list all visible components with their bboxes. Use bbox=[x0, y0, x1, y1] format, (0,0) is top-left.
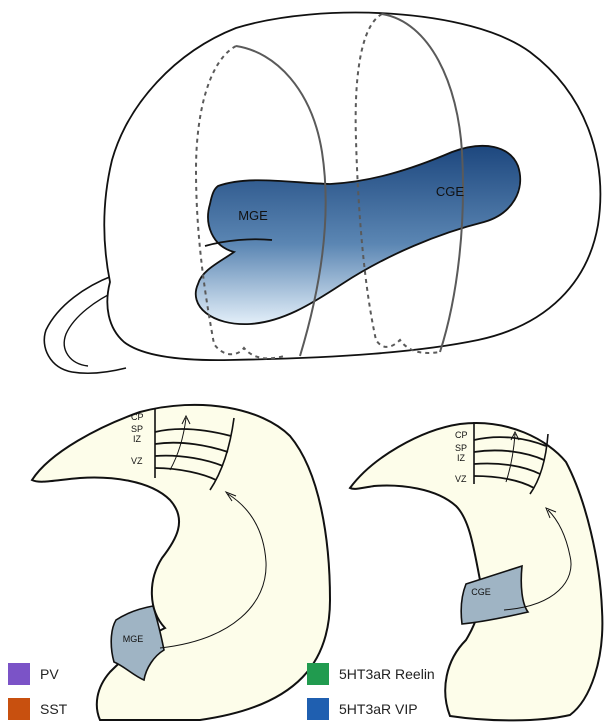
legend-label-5ht3ar-vip: 5HT3aR VIP bbox=[339, 701, 418, 717]
mge-section-outline bbox=[32, 405, 330, 720]
legend-label-5ht3ar-reelin: 5HT3aR Reelin bbox=[339, 666, 435, 682]
cge-region-label: CGE bbox=[471, 587, 491, 597]
mge-coronal-section: CP SP IZ VZ MGE bbox=[32, 405, 330, 720]
legend-item-pv: PV bbox=[8, 663, 59, 685]
cge-layer-label-sp: SP bbox=[455, 443, 467, 453]
brain-illustration: MGE CGE bbox=[44, 13, 600, 374]
cge-layer-label-cp: CP bbox=[455, 430, 468, 440]
legend-swatch-5ht3ar-vip bbox=[307, 698, 329, 720]
cge-layer-label-iz: IZ bbox=[457, 453, 466, 463]
mge-layer-label-cp: CP bbox=[131, 412, 144, 422]
mge-layer-label-vz: VZ bbox=[131, 456, 143, 466]
mge-region-label: MGE bbox=[123, 634, 144, 644]
brain-mge-label: MGE bbox=[238, 208, 268, 223]
legend-swatch-pv bbox=[8, 663, 30, 685]
legend-swatch-sst bbox=[8, 698, 30, 720]
legend-swatch-5ht3ar-reelin bbox=[307, 663, 329, 685]
mge-layer-label-sp: SP bbox=[131, 424, 143, 434]
legend-label-pv: PV bbox=[40, 666, 59, 682]
legend-item-5ht3ar-vip: 5HT3aR VIP bbox=[307, 698, 418, 720]
legend-label-sst: SST bbox=[40, 701, 67, 717]
cge-layer-label-vz: VZ bbox=[455, 474, 467, 484]
legend-item-5ht3ar-reelin: 5HT3aR Reelin bbox=[307, 663, 435, 685]
brain-cge-label: CGE bbox=[436, 184, 465, 199]
legend-item-sst: SST bbox=[8, 698, 67, 720]
mge-layer-label-iz: IZ bbox=[133, 434, 142, 444]
